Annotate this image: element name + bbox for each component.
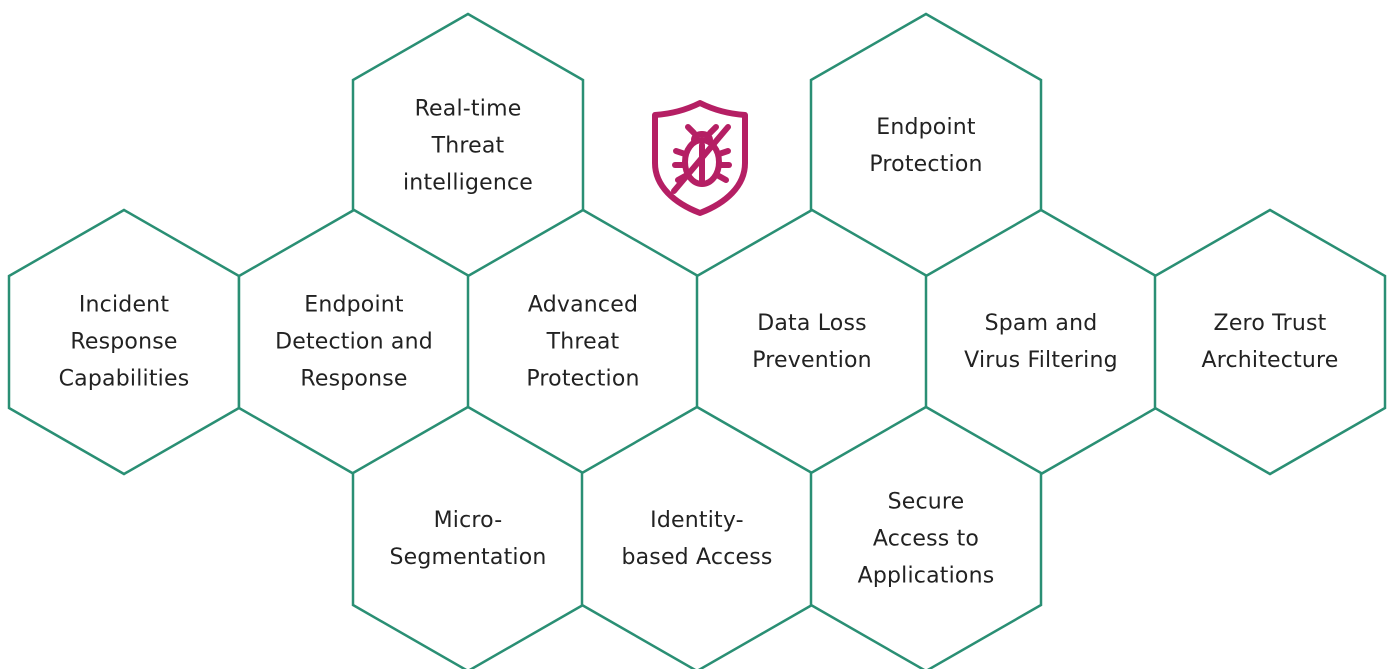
hexagon-label-line: Incident <box>78 292 170 318</box>
hexagon-label-line: Detection and <box>275 329 433 355</box>
shield-no-bug-icon <box>652 100 748 216</box>
strike-through-line <box>671 124 731 194</box>
hexagon-label-line: Advanced <box>527 292 639 318</box>
hexagon-secure-access-to-applications <box>809 405 1043 669</box>
hexagon-label-line: Real-time <box>414 96 522 122</box>
hexagon-label-line: Micro- <box>433 508 503 533</box>
bug-leg-right-top <box>716 148 731 157</box>
hexagon-label-line: Protection <box>869 152 983 177</box>
hexagon-label-line: Capabilities <box>58 366 190 392</box>
hexagon-label-micro-segmentation: Micro- Segmentation <box>368 502 568 576</box>
hexagon-label-line: Access to <box>872 526 980 552</box>
hexagon-label-line: Data Loss <box>757 311 867 336</box>
hexagon-label-line: Threat <box>431 133 505 159</box>
hexagon-label-line: Segmentation <box>389 545 547 570</box>
hexagon-label-line: intelligence <box>402 170 534 196</box>
bug-antenna-right <box>707 124 719 136</box>
hexagon-label-line: Endpoint <box>876 115 976 140</box>
hexagon-label-line: based Access <box>621 545 773 570</box>
bug-leg-left-top <box>673 148 688 157</box>
hexagon-label-line: Endpoint <box>304 292 404 318</box>
hexagon-label-line: Architecture <box>1201 348 1339 373</box>
bug-head <box>691 131 713 143</box>
hexagon-label-line: Applications <box>857 563 995 589</box>
hexagon-label-line: Secure <box>887 489 965 515</box>
hexagon-label-line: Virus Filtering <box>964 348 1118 373</box>
hexagon-label-identity-based-access: Identity-based Access <box>597 502 797 576</box>
hexagon-label-line: Spam and <box>984 311 1098 336</box>
shield-outline <box>652 100 748 216</box>
hexagon-label-line: Identity- <box>650 508 744 533</box>
hexagon-label-line: Protection <box>526 366 640 392</box>
hexagon-label-line: Threat <box>546 329 620 355</box>
bug-leg-right-bottom <box>714 172 729 183</box>
bug-antenna-left <box>685 124 697 136</box>
hexagon-label-line: Response <box>70 329 178 355</box>
hexagon-label-line: Zero Trust <box>1213 311 1327 336</box>
hexagon-label-line: Response <box>300 366 408 392</box>
hexagon-label-line: Prevention <box>752 348 872 373</box>
hexagon-zero-trust-architecture <box>1153 208 1387 476</box>
